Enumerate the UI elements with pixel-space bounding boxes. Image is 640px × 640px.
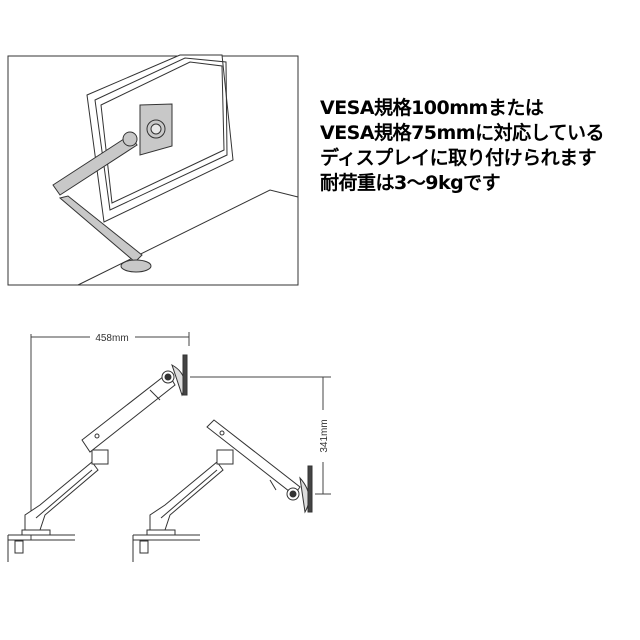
side-view-arm-raised [7, 354, 188, 562]
spec-line-mountable: ディスプレイに取り付けられます [320, 147, 597, 169]
spec-line-vesa100: VESA規格100mmまたは [320, 97, 544, 119]
perspective-illustration [7, 54, 299, 286]
height-label: 341mm [319, 419, 330, 452]
desk-edge [77, 189, 299, 286]
side-view-arm-lowered [132, 419, 313, 562]
spec-line-vesa75: VESA規格75mmに対応している [320, 122, 605, 144]
dimension-341 [190, 376, 331, 495]
width-label: 458mm [95, 333, 128, 344]
dimension-458 [30, 332, 190, 540]
illustration-frame [7, 55, 299, 286]
monitor-arm [52, 103, 173, 273]
spec-line-load: 耐荷重は3～9kgです [320, 172, 501, 194]
spec-description: VESA規格100mmまたは VESA規格75mmに対応している ディスプレイに… [320, 96, 605, 196]
